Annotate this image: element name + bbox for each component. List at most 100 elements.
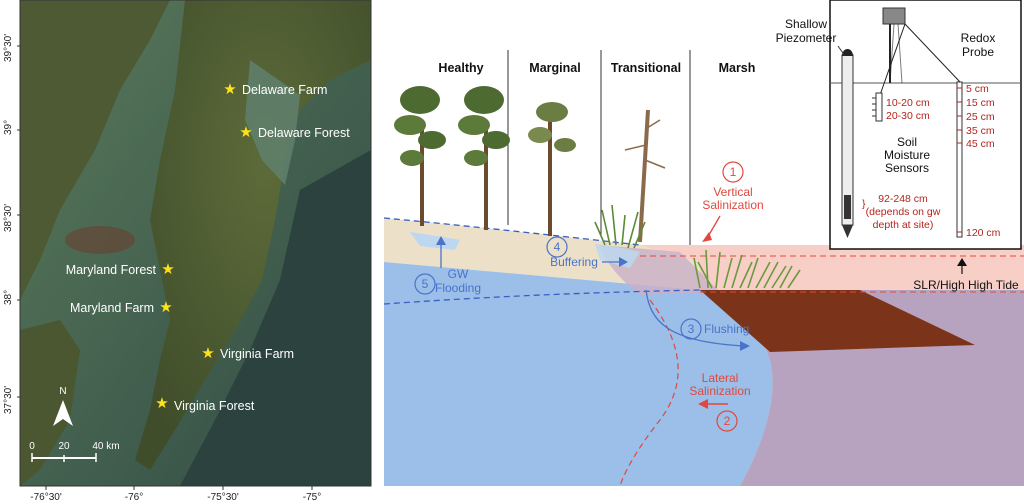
lat-tick-label: 39° <box>3 120 14 135</box>
lon-ticks: -76°30' -76° -75°30' -75° <box>30 486 321 503</box>
redox-depth: 25 cm <box>966 111 995 123</box>
bracket-icon: } <box>862 198 866 210</box>
soil-sensor-label: Moisture <box>884 148 930 162</box>
site-label: Virginia Forest <box>174 399 255 413</box>
fresh-groundwater <box>384 262 773 486</box>
star-icon: ★ <box>239 124 252 141</box>
zone-label-marsh: Marsh <box>719 61 756 75</box>
piezometer-depth: 92-248 cm <box>878 193 928 205</box>
arrow-icon <box>619 257 628 267</box>
process-number: 2 <box>724 414 731 428</box>
gw-pocket <box>410 232 460 250</box>
redox-depth: 5 cm <box>966 83 989 95</box>
zone-label-marginal: Marginal <box>529 61 580 75</box>
site-label: Delaware Farm <box>242 83 327 97</box>
map-frame <box>19 0 372 487</box>
sensor-cable <box>879 23 906 96</box>
map-delmarva-peninsula <box>135 0 371 470</box>
redox-label: Redox <box>961 31 996 45</box>
soil-depth: 20-30 cm <box>886 110 930 122</box>
scale-label: 0 <box>29 441 35 452</box>
piezometer-depth: depth at site) <box>873 219 934 231</box>
soil-depth: 10-20 cm <box>886 97 930 109</box>
process-number: 4 <box>554 240 561 254</box>
grass-icon <box>594 204 646 249</box>
site-label: Virginia Farm <box>220 347 294 361</box>
lon-tick-label: -75°30' <box>207 492 239 503</box>
inset-frame <box>829 0 1022 250</box>
redox-depth: 15 cm <box>966 97 995 109</box>
lat-tick-label: 39°30' <box>3 34 14 62</box>
process-number: 3 <box>688 322 695 336</box>
soil-sensor-label: Sensors <box>885 161 929 175</box>
map-delaware-bay <box>245 60 300 185</box>
process-text: Buffering <box>550 255 598 269</box>
piezometer-label: Piezometer <box>776 31 837 45</box>
arrow-icon <box>645 289 746 347</box>
data-logger-icon <box>882 7 906 25</box>
probe-cable <box>904 23 961 83</box>
site-label: Delaware Forest <box>258 126 350 140</box>
lat-ticks: 39°30' 39° 38°30' 38° 37°30' <box>3 34 20 414</box>
salinization-front-line <box>619 299 679 487</box>
zone-label-transitional: Transitional <box>611 61 681 75</box>
satellite-map <box>20 0 371 486</box>
star-icon: ★ <box>155 395 168 412</box>
gw-flooding-label: 5 GW Flooding <box>414 236 481 295</box>
north-label: N <box>59 386 66 397</box>
lon-tick-label: -76° <box>125 492 143 503</box>
process-text: Vertical <box>713 185 752 199</box>
redox-depth: 35 cm <box>966 125 995 137</box>
process-text: Salinization <box>689 384 750 398</box>
lat-tick-label: 38°30' <box>3 204 14 232</box>
gw-pocket <box>595 244 640 268</box>
site-label: Maryland Farm <box>70 301 154 315</box>
slr-label-group: SLR/High High Tide <box>913 258 1019 292</box>
healthy-pine-icon <box>394 86 446 226</box>
marsh-peat <box>700 290 975 352</box>
soil-sensor-label: Soil <box>897 135 917 149</box>
map-marsh-patch <box>65 226 135 254</box>
healthy-pine-icon <box>458 86 510 230</box>
process-text: Flooding <box>435 281 481 295</box>
dead-pine-icon <box>624 109 666 243</box>
north-arrow-icon <box>53 400 73 426</box>
buffering-label: 4 Buffering <box>546 236 628 269</box>
site-markers: ★ Delaware Farm ★ Delaware Forest ★ Mary… <box>66 81 351 413</box>
scale-label: 40 km <box>92 441 119 452</box>
map-ocean <box>180 150 371 486</box>
instrument-inset: Shallow Piezometer } 92-248 cm (depends … <box>776 0 1022 250</box>
cross-section: Healthy Marginal Transitional Marsh <box>383 50 1024 487</box>
scale-bar: 0 20 40 km <box>29 441 120 462</box>
redox-depth: 120 cm <box>966 227 1001 239</box>
marginal-pine-icon <box>528 102 576 236</box>
lateral-salinization-label: Lateral Salinization 2 <box>689 371 751 432</box>
process-text: GW <box>448 267 469 281</box>
lon-tick-label: -75° <box>303 492 321 503</box>
piezometer-depth: (depends on gw <box>866 206 941 218</box>
redox-depth: 45 cm <box>966 138 995 150</box>
marsh-grass-icon <box>693 249 801 289</box>
vertical-salinization-label: 1 Vertical Salinization <box>702 161 764 242</box>
arrow-icon <box>957 258 967 266</box>
star-icon: ★ <box>161 261 174 278</box>
lon-tick-label: -76°30' <box>30 492 62 503</box>
process-number: 1 <box>730 165 737 179</box>
redox-label: Probe <box>962 45 994 59</box>
lat-tick-label: 37°30' <box>3 386 14 414</box>
site-label: Maryland Forest <box>66 263 157 277</box>
star-icon: ★ <box>201 345 214 362</box>
piezometer-label: Shallow <box>785 17 827 31</box>
star-icon: ★ <box>159 299 172 316</box>
lat-tick-label: 38° <box>3 290 14 305</box>
process-text: Flushing <box>704 322 749 336</box>
soil-sensor-icon <box>875 92 883 122</box>
map-western-shore <box>20 0 170 300</box>
north-arrow: N <box>53 386 73 426</box>
process-text: Salinization <box>702 198 763 212</box>
process-number: 5 <box>422 277 429 291</box>
redox-probe-icon <box>956 81 963 238</box>
zone-label-healthy: Healthy <box>438 61 483 75</box>
freshwater-boundary-line <box>383 289 701 305</box>
